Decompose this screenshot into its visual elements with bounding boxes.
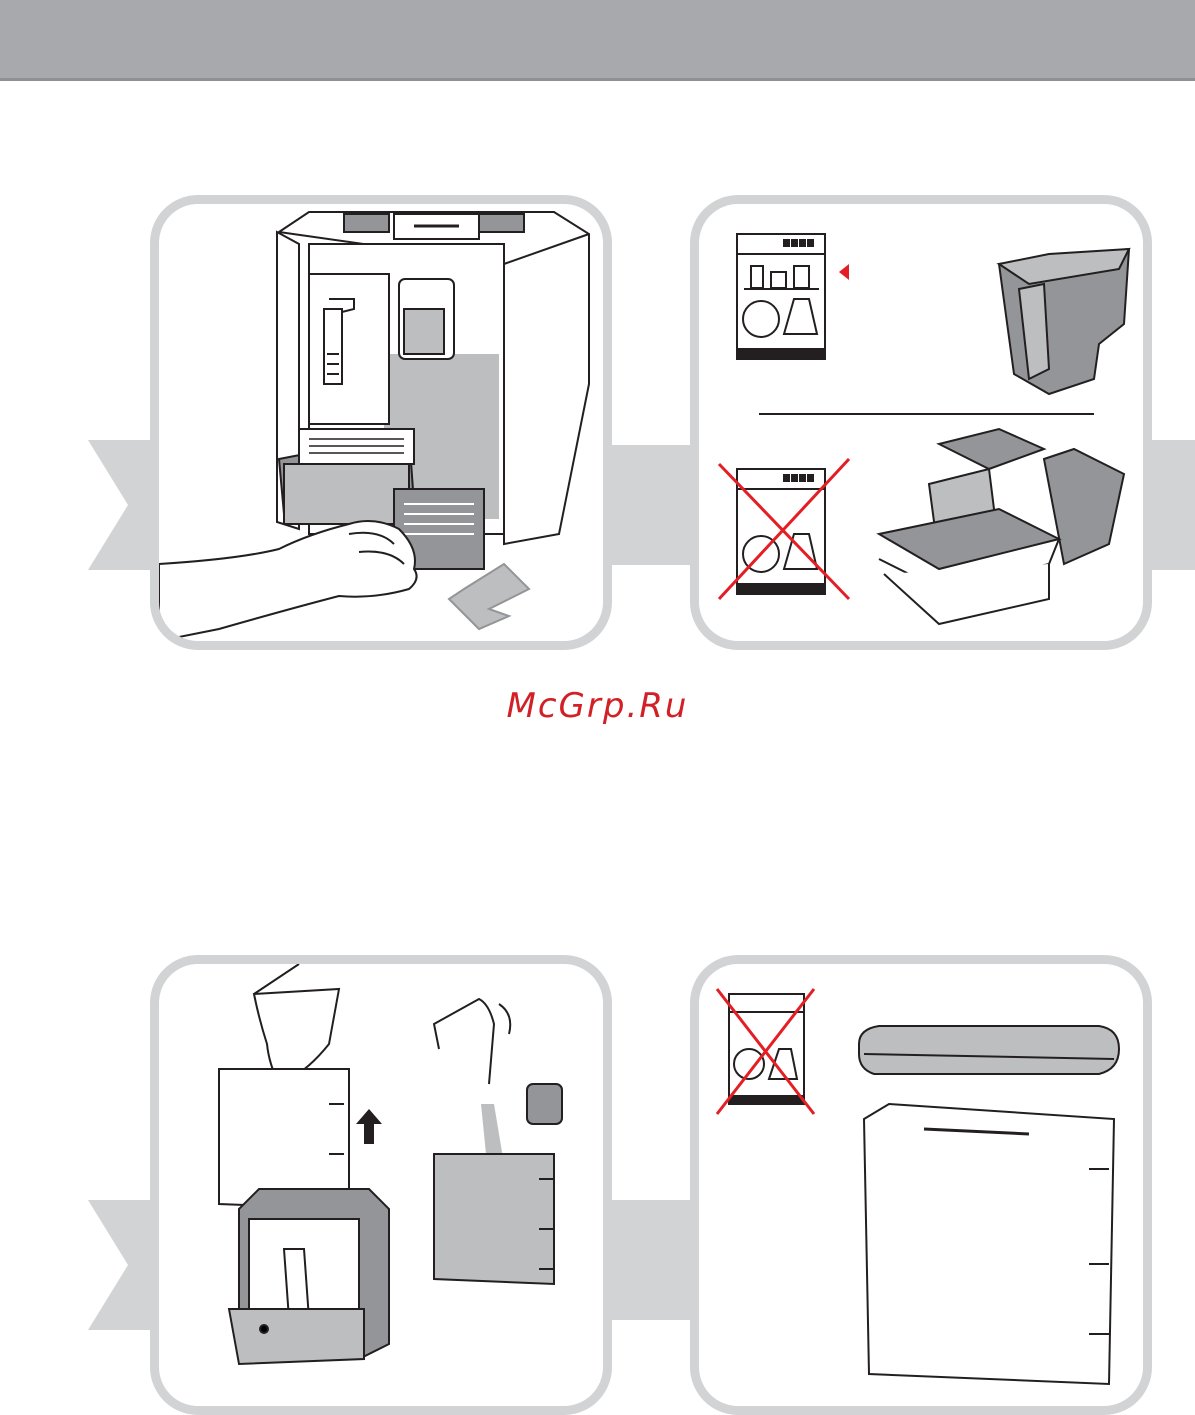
dishwasher-icon <box>737 234 825 359</box>
step-arrow-left-top <box>88 440 158 570</box>
remove-drip-tray-panel <box>150 195 612 650</box>
step-arrow-middle-bottom <box>600 1200 700 1320</box>
water-tank-lid-illustration <box>699 964 1143 1406</box>
up-arrow-icon <box>356 1109 382 1144</box>
remove-drip-tray-illustration <box>159 204 603 641</box>
pull-arrow-icon <box>449 564 529 629</box>
water-tank-filled-icon <box>434 1154 554 1284</box>
refill-water-tank-panel <box>150 955 612 1415</box>
step-arrow-left-bottom <box>88 1200 158 1330</box>
water-tank-refill-illustration <box>159 964 603 1406</box>
water-tank-icon <box>864 1104 1114 1384</box>
hand-icon <box>254 964 339 1084</box>
dishwasher-safe-parts-panel <box>690 195 1152 650</box>
drip-tray-assembly-icon <box>879 429 1124 624</box>
header-bar <box>0 0 1195 81</box>
faucet-icon <box>434 999 562 1124</box>
dishwasher-parts-illustration <box>699 204 1143 641</box>
tank-lid-icon <box>859 1026 1119 1074</box>
milk-container-icon <box>999 249 1129 394</box>
no-dishwasher-icon <box>719 459 849 599</box>
coffee-machine-icon <box>229 1189 389 1364</box>
step-arrow-middle-top <box>600 445 700 565</box>
water-tank-no-dishwasher-panel <box>690 955 1152 1415</box>
hand-icon <box>159 521 417 641</box>
no-dishwasher-icon <box>717 989 814 1114</box>
watermark-text: McGrp.Ru <box>0 686 1195 726</box>
dishwasher-arrow-icon <box>839 264 849 280</box>
